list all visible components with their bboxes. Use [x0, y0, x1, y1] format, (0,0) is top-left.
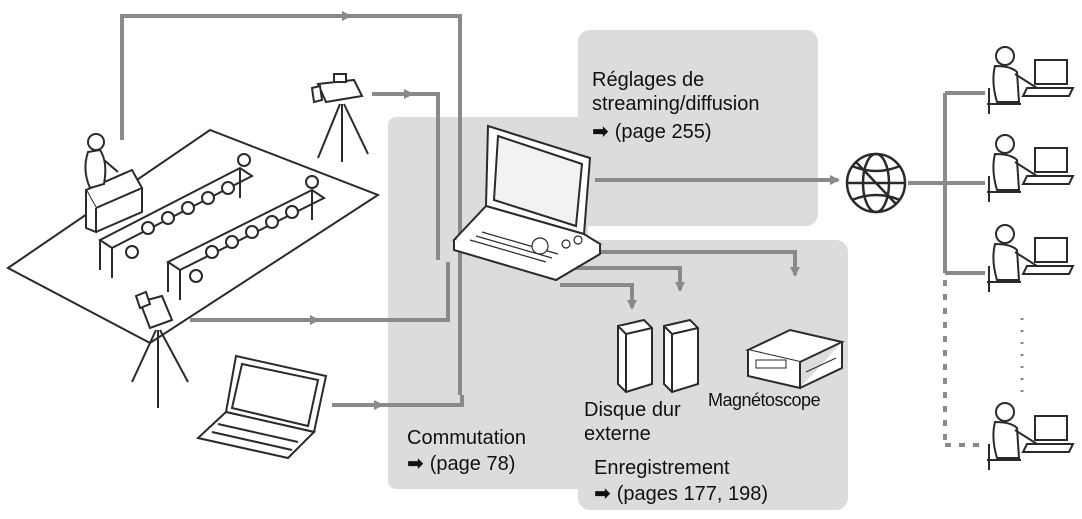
audience-people: [125, 153, 319, 283]
disk-2-icon: [663, 318, 699, 394]
vcr-icon: [744, 328, 846, 390]
lecture-room: [6, 128, 381, 345]
recording-title: Enregistrement: [594, 457, 730, 479]
viewer-1-icon: [987, 46, 1075, 114]
switcher-unit-icon: [452, 124, 602, 282]
switching-ref-text: (page 78): [429, 453, 516, 475]
client-viewers: [987, 46, 1075, 470]
viewer-4-icon: [987, 402, 1075, 470]
recording-ref-text: (pages 177, 198): [616, 483, 768, 505]
disk-label-line1: Disque dur: [584, 399, 681, 421]
viewer-3-icon: [987, 224, 1075, 292]
streaming-title-line2: streaming/diffusion: [592, 93, 760, 115]
recording-page-ref[interactable]: ➡(pages 177, 198): [594, 482, 768, 506]
switching-page-ref[interactable]: ➡(page 78): [407, 452, 515, 476]
external-disk-icons: [617, 318, 699, 394]
viewer-2-icon: [987, 134, 1075, 202]
disk-label-line2: externe: [584, 423, 651, 445]
streaming-settings-title: Réglages de streaming/diffusion: [592, 68, 760, 116]
podium-icon: [84, 133, 144, 234]
room-floor: [6, 128, 381, 345]
streaming-ref-text: (page 255): [614, 121, 712, 143]
streaming-page-ref[interactable]: ➡(page 255): [592, 120, 712, 144]
disk-label: Disque dur externe: [584, 398, 681, 446]
recording-region: [578, 240, 848, 510]
disk-1-icon: [617, 318, 653, 394]
ref-arrow-icon: ➡: [592, 121, 609, 143]
streaming-title-line1: Réglages de: [592, 69, 705, 91]
ref-arrow-icon: ➡: [594, 483, 611, 505]
streaming-region: [578, 30, 818, 226]
camera-2-icon: [131, 290, 189, 408]
ref-arrow-icon: ➡: [407, 453, 424, 475]
client-network: [908, 91, 985, 447]
camera-1-icon: [310, 73, 369, 162]
vcr-label: Magnétoscope: [708, 390, 821, 410]
switching-title: Commutation: [407, 427, 526, 449]
internet-globe-icon: [845, 152, 907, 214]
source-laptop-icon: [195, 354, 328, 460]
connector-lines: [120, 11, 840, 410]
